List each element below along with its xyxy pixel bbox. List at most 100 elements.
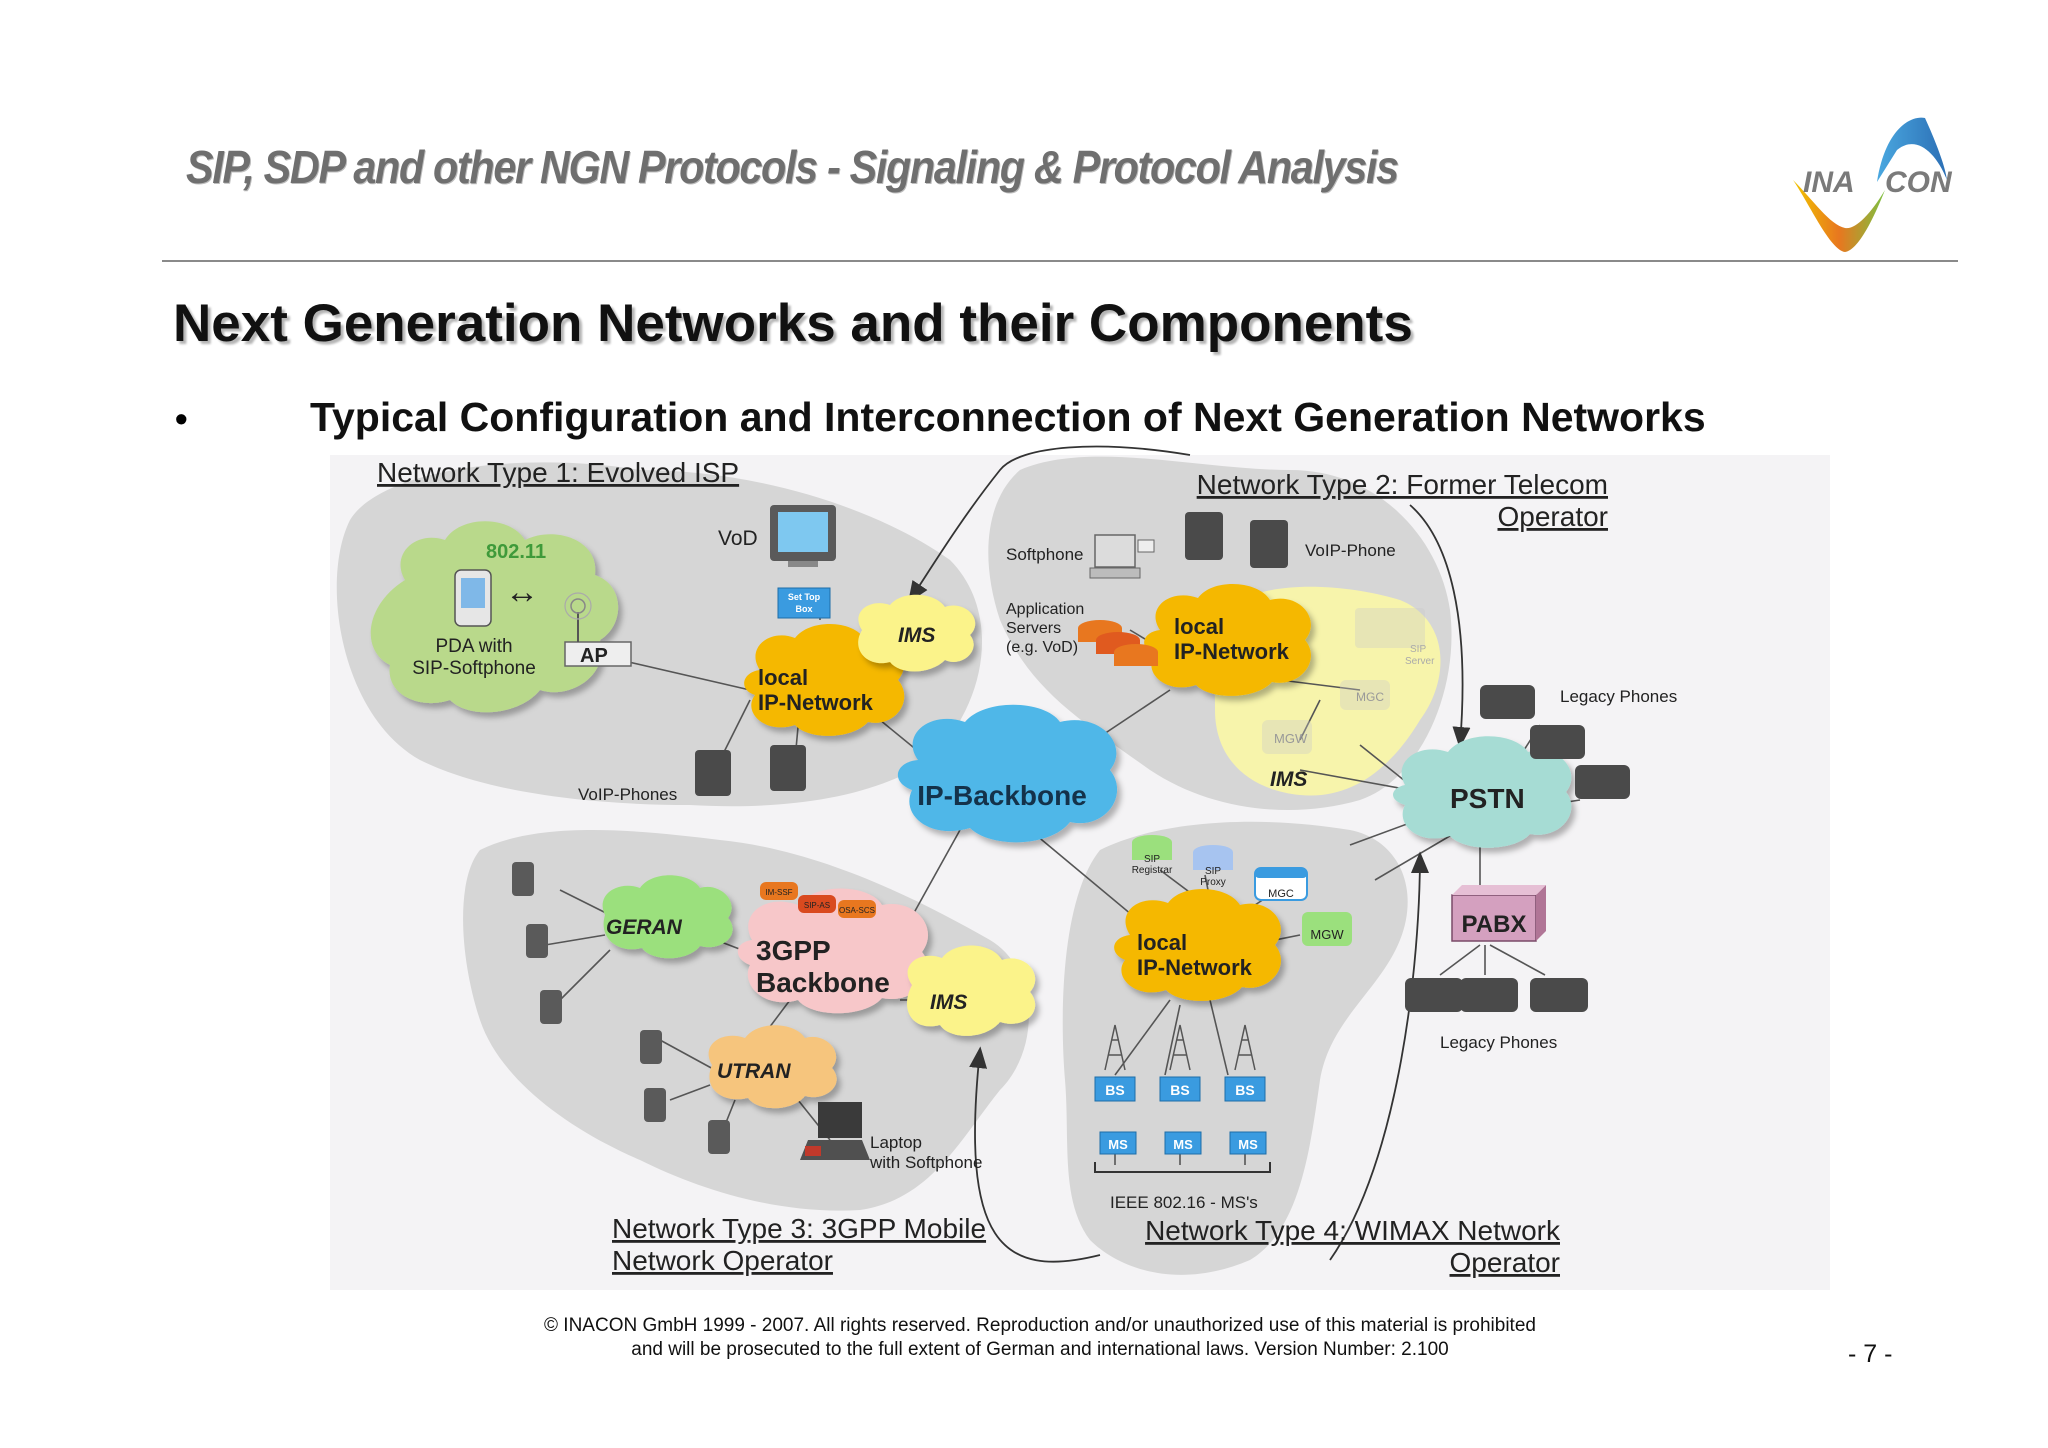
network1-local-label-line2: IP-Network: [758, 690, 874, 715]
network3-ims-cloud: [906, 945, 1036, 1036]
ms-group-bracket: [1094, 1162, 1271, 1173]
network4-title-line2: Operator: [1450, 1247, 1561, 1278]
gpp-servers-icon: [760, 882, 876, 918]
network1-ims-cloud: [858, 594, 976, 672]
network1-ims-label: IMS: [898, 624, 935, 647]
network4-local-label-line2: IP-Network: [1137, 955, 1253, 980]
network2-local-label-line2: IP-Network: [1174, 639, 1290, 664]
gpp-backbone-label-line2: Backbone: [756, 967, 890, 998]
copyright-line-1: © INACON GmbH 1999 - 2007. All rights re…: [544, 1315, 1536, 1336]
pda-label-line1: PDA with: [435, 636, 512, 657]
set-top-box-label-line1: Set Top: [788, 592, 821, 602]
sip-proxy-label-line2: Proxy: [1200, 877, 1226, 888]
laptop-icon: [800, 1102, 870, 1160]
mgc-icon: [1340, 680, 1390, 710]
ms-label: MS: [1238, 1137, 1258, 1152]
geran-label: GERAN: [606, 916, 683, 939]
inacon-logo: INA CON: [1793, 117, 1953, 252]
ip-backbone-cloud: [897, 704, 1118, 843]
bullet-marker: •: [175, 398, 188, 439]
header-title: SIP, SDP and other NGN Protocols - Signa…: [186, 141, 1399, 193]
antenna-icon: [1104, 1024, 1256, 1071]
set-top-box-icon: [777, 587, 831, 619]
mobile-phone-icon: [512, 862, 730, 1154]
network2-title-line2: Operator: [1498, 501, 1609, 532]
laptop-label-line2: with Softphone: [869, 1153, 982, 1172]
gpp-backbone-label-line1: 3GPP: [756, 935, 831, 966]
wlan-cloud: [370, 521, 619, 713]
legacy-phones-top-label: Legacy Phones: [1560, 687, 1677, 706]
mgc-icon: [1254, 867, 1308, 901]
pstn-label: PSTN: [1450, 783, 1525, 814]
mgw-icon: [1262, 720, 1312, 754]
page-number: - 7 -: [1848, 1340, 1893, 1368]
gpp-backbone-cloud: [737, 888, 929, 1014]
mgw-icon: [1302, 912, 1352, 946]
base-station-box: [1094, 1076, 1266, 1102]
softphone-pc-icon: [1089, 534, 1155, 579]
utran-label: UTRAN: [717, 1060, 791, 1083]
network4-local-ip-cloud: [1114, 888, 1281, 1001]
legacy-phone-icon: [1480, 685, 1630, 799]
network4-mgw-label: MGW: [1310, 927, 1344, 942]
access-point-icon: [564, 592, 632, 667]
ip-backbone-label: IP-Backbone: [917, 780, 1087, 811]
mobile-station-box: [1099, 1131, 1267, 1155]
copyright-line-2: and will be prosecuted to the full exten…: [631, 1339, 1449, 1360]
gpp-server-label: SIP-AS: [804, 901, 830, 910]
pstn-cloud: [1392, 736, 1572, 848]
app-servers-label-line2: Servers: [1006, 620, 1061, 637]
copyright-footer: © INACON GmbH 1999 - 2007. All rights re…: [430, 1314, 1650, 1362]
network2-mgc-label: MGC: [1356, 690, 1384, 704]
bs-label: BS: [1170, 1082, 1189, 1098]
network2-local-ip-cloud: [1144, 583, 1311, 696]
sip-proxy-label-line1: SIP: [1205, 866, 1221, 877]
pda-icon: [454, 569, 492, 627]
voip-phone-icon: [695, 745, 806, 796]
softphone-label: Softphone: [1006, 545, 1084, 564]
voip-phones-label: VoIP-Phones: [578, 785, 677, 804]
interconnect-arrows: [908, 445, 1471, 1263]
network2-local-label-line1: local: [1174, 614, 1224, 639]
network3-ims-label: IMS: [930, 991, 967, 1014]
geran-cloud: [602, 875, 733, 959]
pda-label-line2: SIP-Softphone: [412, 658, 536, 679]
sip-registrar-label-line1: SIP: [1144, 854, 1160, 865]
set-top-box-label-line2: Box: [795, 604, 812, 614]
slide-subtitle: Typical Configuration and Interconnectio…: [310, 394, 1706, 440]
network4-title-line1: Network Type 4: WIMAX Network: [1145, 1215, 1561, 1246]
legacy-phones-bottom-label: Legacy Phones: [1440, 1033, 1557, 1052]
network2-ims-label: IMS: [1270, 768, 1307, 791]
sip-server-icon: [1355, 608, 1425, 648]
network1-local-label-line1: local: [758, 665, 808, 690]
header-divider: [162, 260, 1958, 262]
legacy-phone-icon: [1405, 978, 1588, 1012]
sip-registrar-label-line2: Registrar: [1132, 865, 1173, 876]
ap-label: AP: [580, 645, 608, 667]
network2-mgw-label: MGW: [1274, 731, 1308, 746]
bs-label: BS: [1105, 1082, 1124, 1098]
network4-mgc-label: MGC: [1268, 888, 1294, 900]
sip-server-label-line2: Server: [1405, 656, 1435, 667]
pabx-box: [1451, 885, 1546, 942]
sip-server-label-line1: SIP: [1410, 644, 1426, 655]
logo-text-con: CON: [1885, 166, 1953, 199]
ieee-label: IEEE 802.16 - MS's: [1110, 1193, 1258, 1212]
network3-title-line2: Network Operator: [612, 1245, 833, 1276]
sip-proxy-icon: [1193, 845, 1233, 870]
network3-title-line1: Network Type 3: 3GPP Mobile: [612, 1213, 986, 1244]
network1-title: Network Type 1: Evolved ISP: [377, 457, 739, 488]
gpp-server-label: IM-SSF: [765, 888, 792, 897]
slide-title: Next Generation Networks and their Compo…: [173, 294, 1413, 353]
app-servers-label-line1: Application: [1006, 601, 1084, 618]
voip-phone-label: VoIP-Phone: [1305, 541, 1396, 560]
tv-icon: [770, 505, 836, 567]
wlan-label: 802.11: [486, 541, 546, 563]
utran-cloud: [708, 1025, 837, 1109]
sip-registrar-icon: [1132, 835, 1172, 860]
ms-label: MS: [1108, 1137, 1128, 1152]
pabx-label: PABX: [1462, 911, 1527, 938]
application-servers-icon: [1078, 620, 1158, 666]
vod-label: VoD: [718, 527, 758, 550]
